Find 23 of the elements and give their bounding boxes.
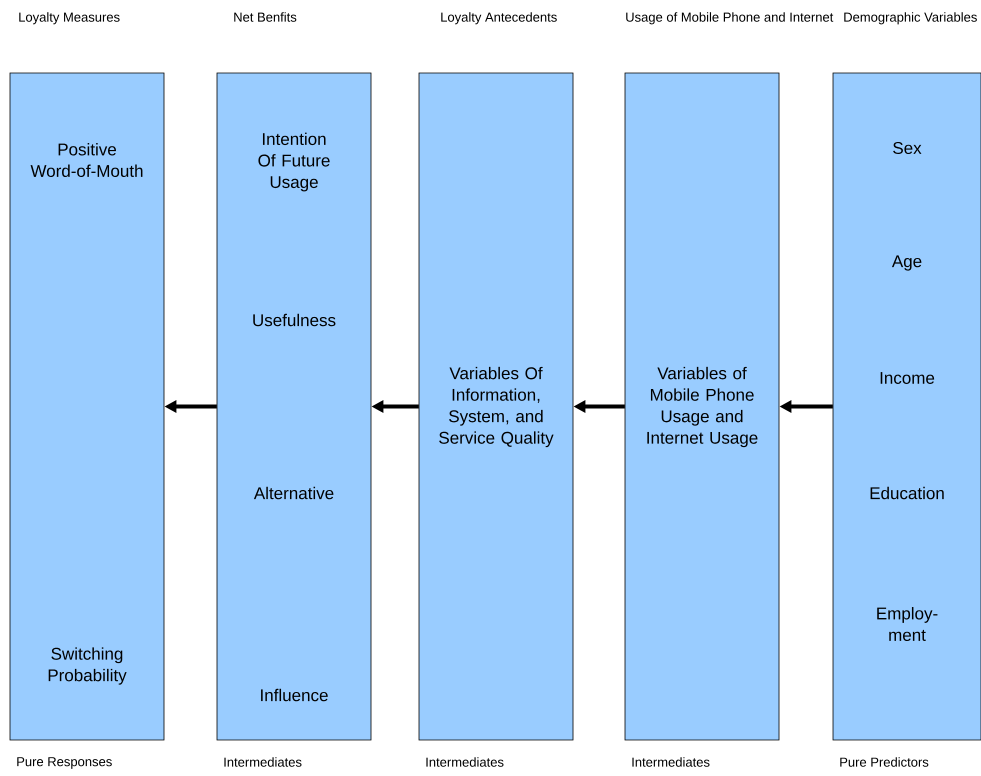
variable-label: Employ- ment bbox=[877, 607, 938, 641]
category-label: Pure Predictors bbox=[840, 757, 928, 767]
variable-label: Influence bbox=[261, 688, 328, 702]
category-label: Intermediates bbox=[224, 757, 302, 767]
variable-label: Alternative bbox=[254, 486, 334, 500]
column-heading: Demographic Variables bbox=[844, 12, 977, 24]
variable-label: Sex bbox=[893, 142, 922, 154]
category-label: Intermediates bbox=[426, 757, 504, 767]
variable-label: Education bbox=[870, 486, 944, 500]
column-heading: Loyalty Measures bbox=[19, 12, 120, 24]
variable-label: Intention Of Future Usage bbox=[258, 132, 330, 192]
variable-label: Age bbox=[892, 255, 922, 271]
category-label: Pure Responses bbox=[17, 757, 112, 769]
column-heading: Usage of Mobile Phone and Internet bbox=[626, 12, 834, 24]
variable-label: Switching Probability bbox=[48, 647, 127, 685]
variable-label: Income bbox=[880, 372, 934, 384]
variable-label: Variables Of Information, System, and Service Quality bbox=[439, 366, 554, 448]
category-label: Intermediates bbox=[632, 757, 710, 767]
column-heading: Net Benfits bbox=[234, 12, 296, 22]
variable-label: Usefulness bbox=[253, 314, 336, 326]
variable-label: Positive Word-of-Mouth bbox=[30, 143, 142, 177]
column-heading: Loyalty Antecedents bbox=[441, 12, 557, 24]
variable-label: Variables of Mobile Phone Usage and Internet Usage bbox=[647, 366, 758, 448]
